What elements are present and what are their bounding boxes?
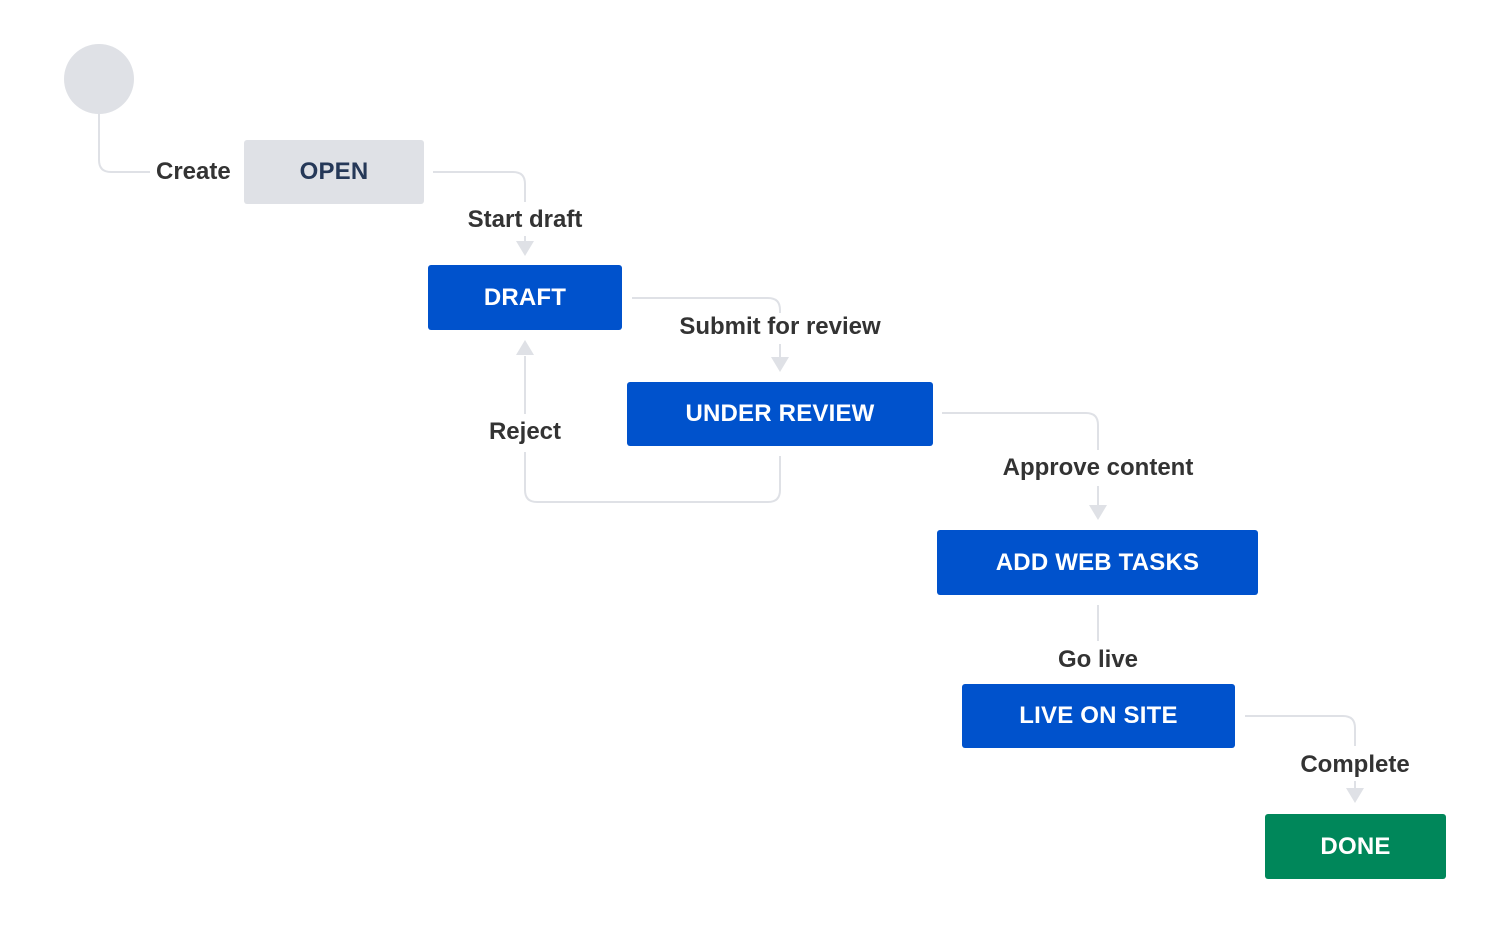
transition-go-live-label[interactable]: Go live [1057,646,1139,673]
status-draft[interactable]: DRAFT [428,265,622,330]
transition-submit-for-review-label[interactable]: Submit for review [679,313,881,340]
transition-approve-content-label[interactable]: Approve content [1002,454,1194,481]
transition-create-label[interactable]: Create [156,158,231,185]
arrow-head-done [1346,788,1364,803]
status-open-label: OPEN [299,158,369,185]
status-done[interactable]: DONE [1265,814,1446,879]
connector-start-draft [433,171,526,202]
arrow-head-add-web-tasks [1089,505,1107,520]
transition-reject-label[interactable]: Reject [488,418,562,445]
status-add-web-tasks-label: ADD WEB TASKS [995,548,1200,576]
status-done-label: DONE [1320,832,1391,860]
connector-reject [524,452,781,503]
connector-submit-for-review [632,297,781,313]
status-live-on-site-label: LIVE ON SITE [1019,702,1178,729]
status-add-web-tasks[interactable]: ADD WEB TASKS [937,530,1258,595]
connector-create [98,114,150,173]
status-draft-label: DRAFT [483,283,567,311]
status-under-review-label: UNDER REVIEW [685,400,875,427]
arrow-head-under-review [771,357,789,372]
transition-start-draft-label[interactable]: Start draft [467,206,583,233]
transition-complete-label[interactable]: Complete [1300,751,1410,778]
status-live-on-site[interactable]: LIVE ON SITE [962,684,1235,748]
status-open[interactable]: OPEN [244,140,424,204]
status-under-review[interactable]: UNDER REVIEW [627,382,933,446]
start-node [64,44,134,114]
connector-complete [1245,715,1356,746]
arrow-head-draft [516,241,534,256]
arrow-head-reject [516,340,534,355]
connector-approve-content [942,412,1099,450]
